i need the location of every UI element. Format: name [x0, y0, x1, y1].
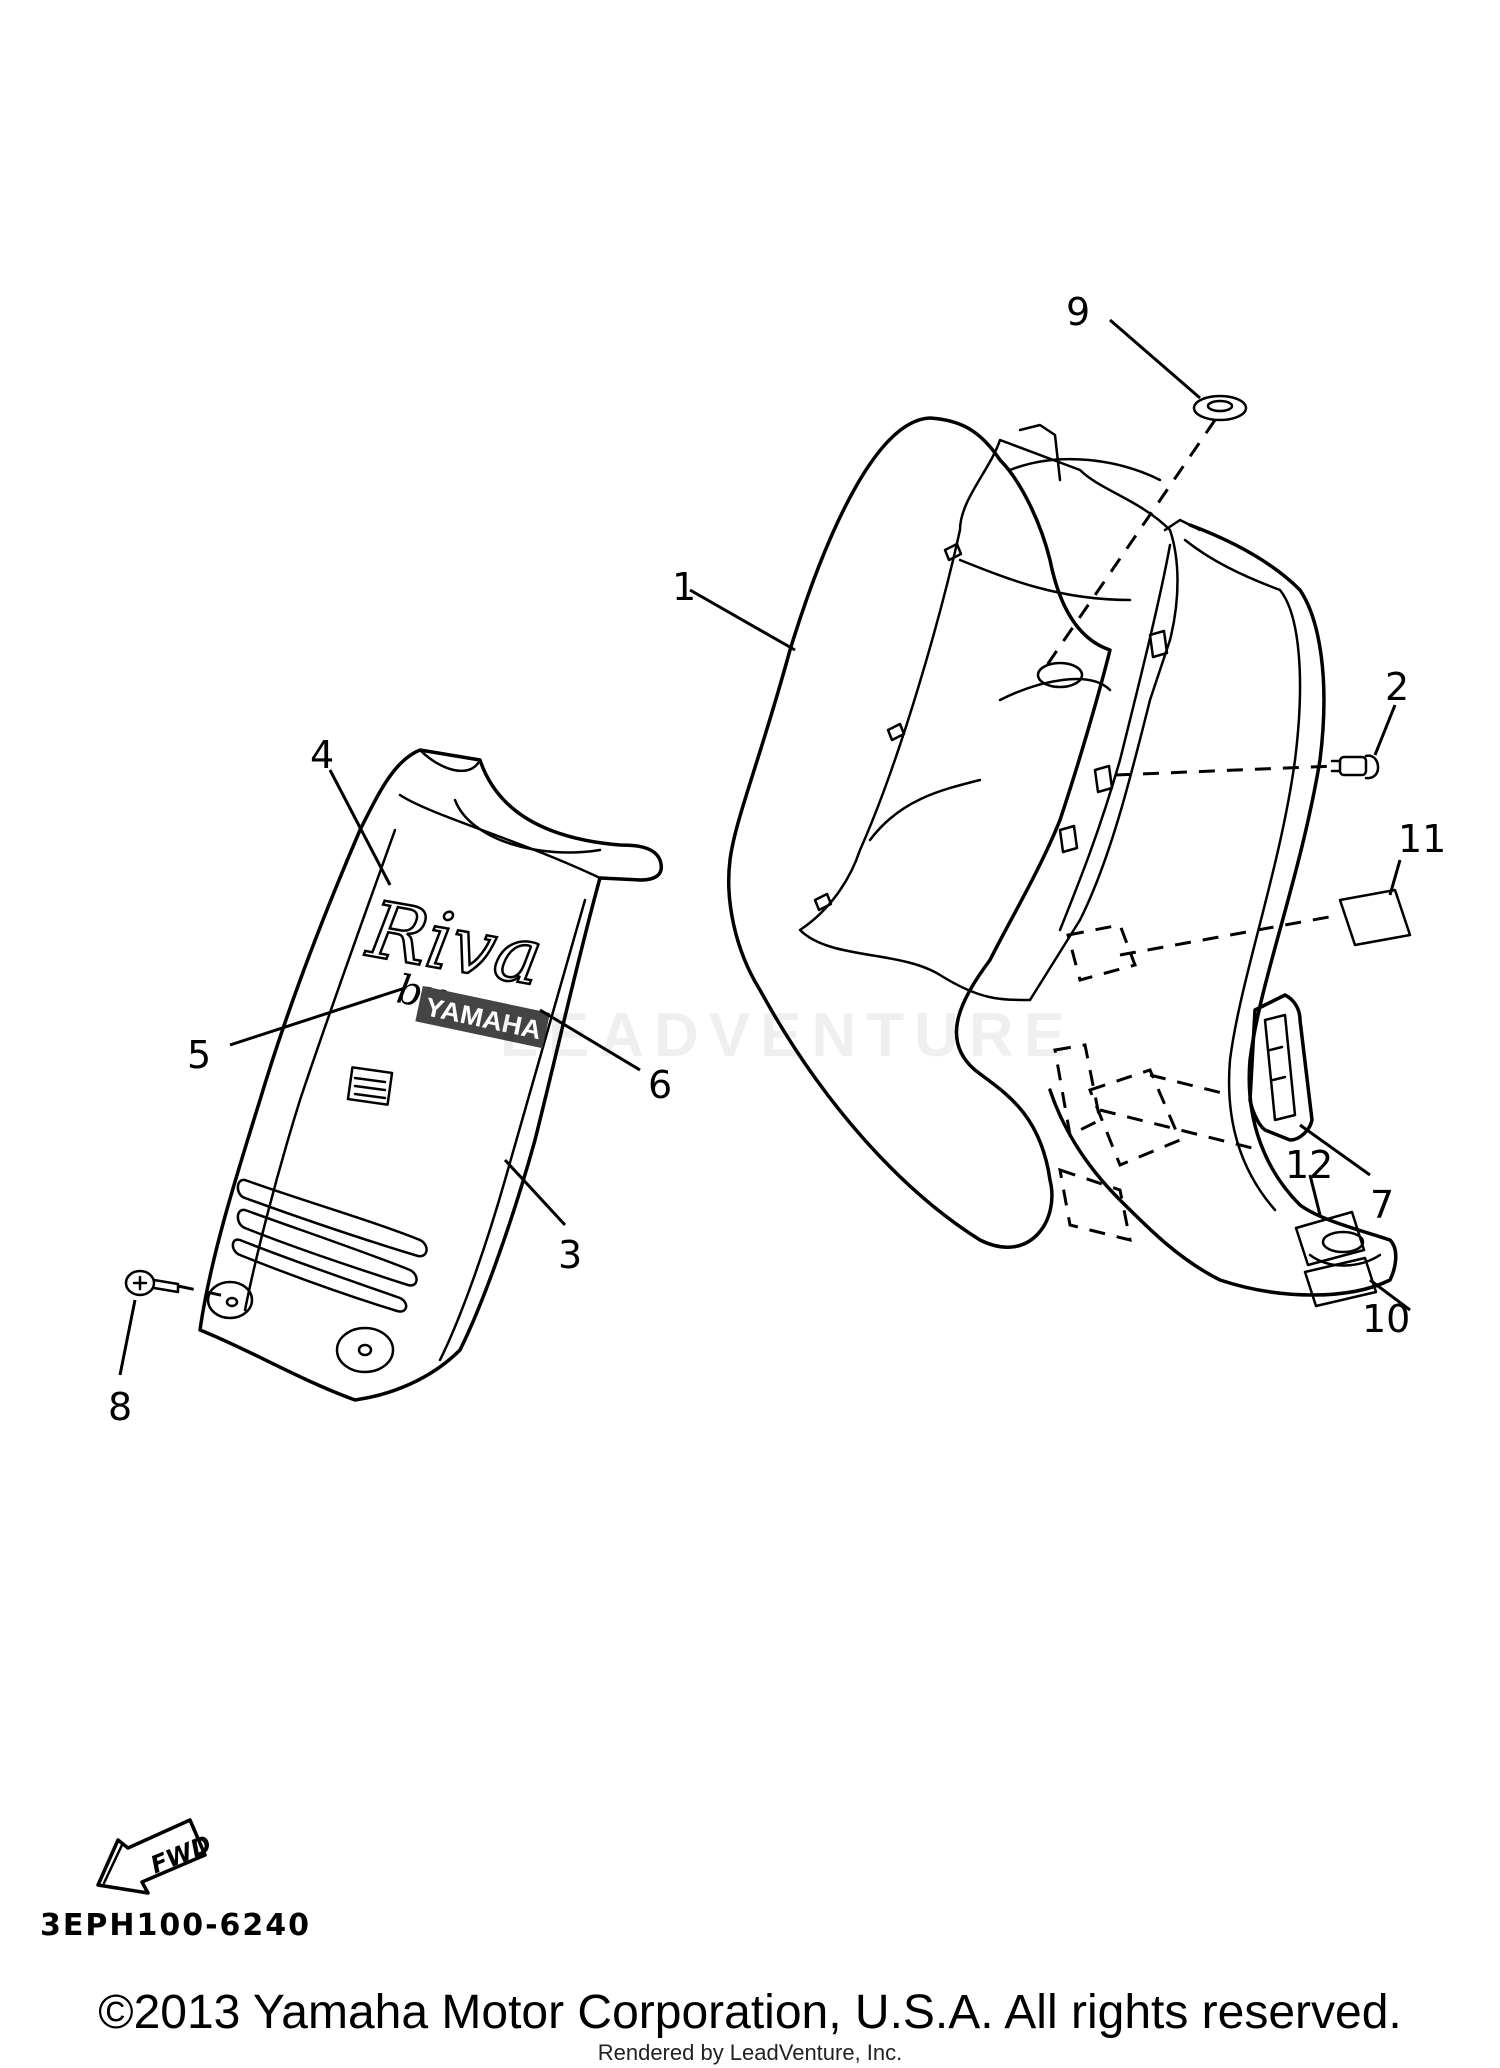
leader-3 — [503, 1158, 567, 1227]
screw-part-2 — [1330, 754, 1380, 780]
watermark: LEADVENTURE — [500, 1001, 1076, 1070]
callout-8: 8 — [108, 1385, 132, 1429]
callout-1: 1 — [672, 565, 696, 609]
leader-1 — [689, 588, 796, 652]
leader-5 — [229, 986, 406, 1047]
callout-6: 6 — [648, 1063, 672, 1107]
callout-7: 7 — [1370, 1183, 1394, 1227]
leader-2-dash — [1114, 764, 1336, 777]
bolt-part-8 — [124, 1269, 226, 1298]
leg-shield-cover — [727, 416, 1398, 1297]
leader-9-dash — [1043, 419, 1217, 669]
copyright-notice: ©2013 Yamaha Motor Corporation, U.S.A. A… — [98, 1986, 1402, 2039]
label-part-10 — [1303, 1256, 1378, 1308]
leader-6 — [539, 1008, 641, 1072]
callout-10: 10 — [1362, 1297, 1410, 1341]
callout-12: 12 — [1285, 1143, 1333, 1187]
decal-script-text: Riva — [360, 885, 549, 1004]
callout-2: 2 — [1385, 665, 1409, 709]
front-cover-panel — [198, 748, 663, 1402]
leader-11 — [1388, 859, 1402, 896]
callout-5: 5 — [187, 1033, 211, 1077]
label-part-12 — [1294, 1210, 1366, 1267]
callout-3: 3 — [558, 1233, 582, 1277]
leader-12 — [1308, 1174, 1322, 1216]
leader-11-dash — [1119, 913, 1341, 957]
rendered-by-credit: Rendered by LeadVenture, Inc. — [597, 2040, 903, 2065]
diagram-code: 3EPH100-6240 — [40, 1908, 312, 1943]
callout-11: 11 — [1398, 817, 1446, 861]
leader-4 — [328, 769, 392, 886]
leader-7 — [1299, 1123, 1371, 1177]
fwd-label: FWD — [147, 1830, 216, 1879]
callout-4: 4 — [310, 733, 334, 777]
grommet-part-9 — [1192, 394, 1248, 422]
leader-8 — [118, 1299, 137, 1376]
leader-10 — [1369, 1278, 1411, 1312]
clip-part-7 — [1248, 993, 1314, 1142]
leader-2 — [1373, 704, 1397, 756]
fwd-arrow-icon: FWD — [96, 1818, 216, 1895]
callout-9: 9 — [1066, 290, 1090, 334]
leader-9 — [1109, 318, 1201, 400]
label-part-11 — [1338, 888, 1412, 947]
